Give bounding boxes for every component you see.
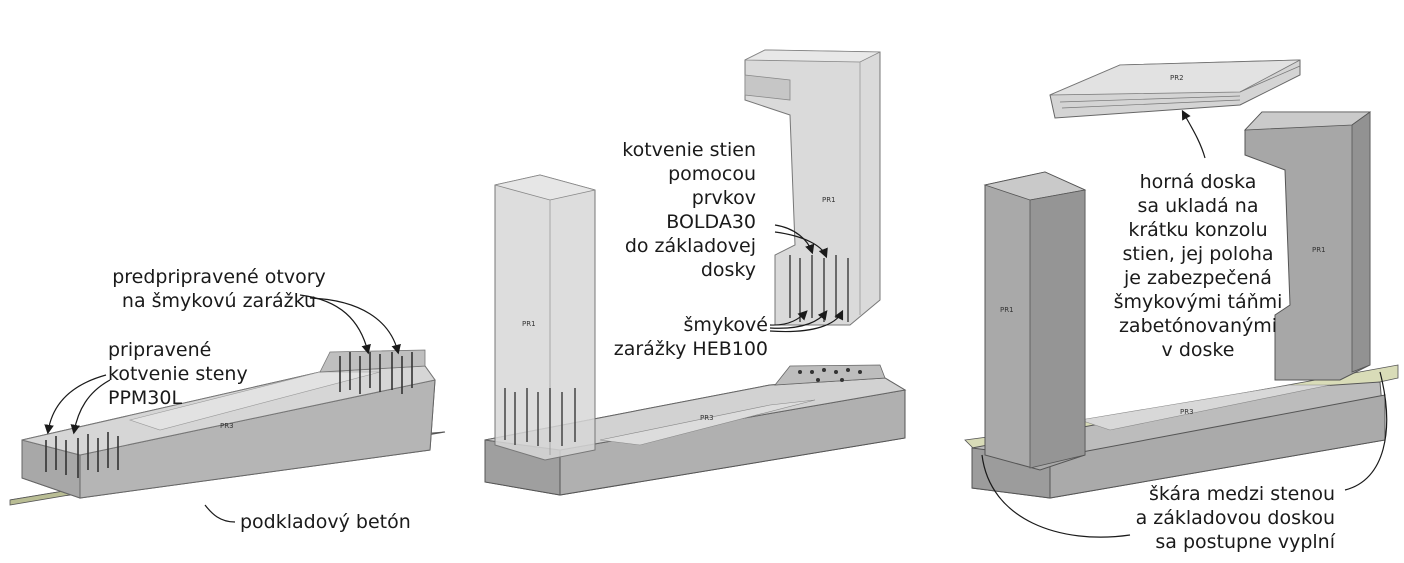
- top-slab-tag-pr2: PR2: [1170, 74, 1184, 82]
- anchor-bars-left: [45, 432, 119, 478]
- slab-tag-pr3-right: PR3: [1180, 408, 1194, 416]
- pointer-bolda-1: [774, 224, 815, 255]
- label-horna-doska: horná doska sa ukladá na krátku konzolu …: [1100, 170, 1296, 362]
- label-horna-doska-line-8: v doske: [1161, 339, 1235, 361]
- label-skara-line-2: a základovou doskou: [1135, 507, 1335, 529]
- wall-tag-pr1-right: PR1: [822, 196, 836, 204]
- label-podklad: podkladový betón: [240, 510, 450, 534]
- label-otvory-line-2: na šmykovú zarážku: [121, 290, 317, 312]
- label-kotvenie-ppm-line-2: kotvenie steny: [108, 363, 248, 385]
- label-kotvenie-bolda-line-5: do základovej: [624, 235, 756, 257]
- pointer-doska: [1181, 109, 1206, 159]
- label-kotvenie-bolda-line-6: dosky: [700, 259, 756, 281]
- label-kotvenie-ppm: pripravené kotvenie steny PPM30L: [108, 338, 278, 410]
- label-zarazky-line-1: šmykové: [683, 314, 768, 336]
- pointer-otvory-2: [309, 297, 401, 355]
- pointer-podklad: [204, 504, 236, 523]
- label-skara: škára medzi stenou a základovou doskou s…: [1130, 482, 1335, 554]
- label-zarazky-line-2: zarážky HEB100: [613, 338, 768, 360]
- label-podklad-text: podkladový betón: [240, 511, 411, 533]
- label-zarazky: šmykové zarážky HEB100: [600, 313, 768, 361]
- pointer-heb-3: [769, 309, 844, 333]
- label-horna-doska-line-3: krátku konzolu: [1128, 219, 1268, 241]
- wall-tag-pr1-left-solid: PR1: [1000, 306, 1014, 314]
- slab-holes-middle: [798, 368, 862, 382]
- label-horna-doska-line-6: šmykovými táňmi: [1113, 291, 1283, 313]
- pointer-otvory-1: [299, 294, 371, 355]
- pointer-bolda-2: [774, 231, 828, 259]
- slab-tag-pr3-left: PR3: [220, 422, 234, 430]
- label-horna-doska-line-7: zabetónovanými: [1118, 315, 1278, 337]
- pointer-kotvenie-1: [44, 374, 107, 435]
- pointer-skara-right: [1344, 371, 1388, 491]
- pointer-heb-2: [769, 310, 828, 329]
- label-horna-doska-line-2: sa ukladá na: [1137, 195, 1259, 217]
- slab-tag-pr3-middle: PR3: [700, 414, 714, 422]
- label-kotvenie-ppm-line-3: PPM30L: [108, 387, 183, 409]
- pointer-skara-left: [981, 454, 1131, 538]
- label-kotvenie-bolda-line-2: pomocou: [668, 163, 756, 185]
- label-horna-doska-line-5: je zabezpečená: [1124, 267, 1272, 289]
- label-horna-doska-line-4: stien, jej poloha: [1122, 243, 1274, 265]
- label-skara-line-1: škára medzi stenou: [1148, 483, 1335, 505]
- label-kotvenie-bolda-line-4: BOLDA30: [666, 211, 756, 233]
- anchor-bars-right: [339, 352, 413, 394]
- label-horna-doska-line-1: horná doska: [1139, 171, 1257, 193]
- wall-pr1-left: [494, 174, 596, 461]
- stage-1-foundation: PR3: [9, 294, 446, 523]
- wall-anchors-left: [504, 388, 576, 446]
- pointer-kotvenie-2: [70, 379, 111, 435]
- label-otvory-line-1: predpripravené otvory: [112, 266, 326, 288]
- label-kotvenie-bolda: kotvenie stien pomocou prvkov BOLDA30 do…: [600, 138, 756, 282]
- stage-2-walls: PR3 PR1 PR1: [484, 49, 907, 496]
- label-kotvenie-ppm-line-1: pripravené: [108, 339, 212, 361]
- pointer-heb-1: [769, 310, 808, 326]
- label-skara-line-3: sa postupne vyplní: [1155, 531, 1335, 553]
- wall-tag-pr1-right-solid: PR1: [1312, 246, 1326, 254]
- label-kotvenie-bolda-line-3: prvkov: [691, 187, 756, 209]
- stage-3-frame: PR3 PR1 PR1 PR2: [964, 59, 1399, 538]
- label-otvory: predpripravené otvory na šmykovú zarážku: [74, 265, 364, 313]
- label-kotvenie-bolda-line-1: kotvenie stien: [622, 139, 756, 161]
- wall-tag-pr1-left: PR1: [522, 320, 536, 328]
- top-slab-bars: [1059, 65, 1301, 109]
